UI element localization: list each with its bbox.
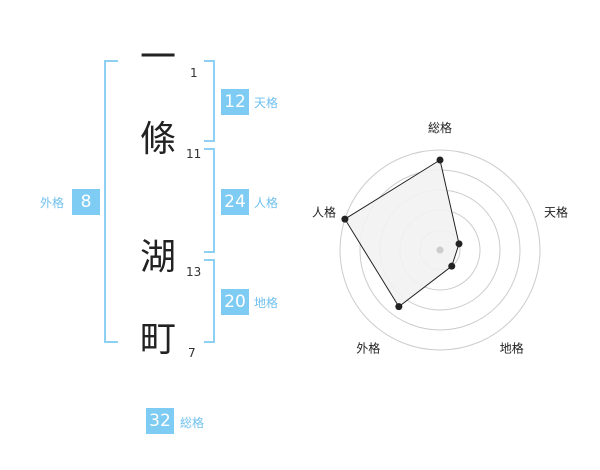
radar-point bbox=[455, 240, 463, 248]
gaikaku-bracket bbox=[104, 60, 118, 343]
gaikaku-value: 8 bbox=[72, 189, 100, 215]
radar-axis-label: 地格 bbox=[500, 341, 524, 356]
radar-axis-label: 総格 bbox=[428, 120, 452, 135]
name-char-1: 一 bbox=[140, 37, 177, 78]
radar-point bbox=[341, 215, 349, 223]
stroke-count-1: 1 bbox=[190, 66, 198, 80]
name-char-3: 湖 bbox=[140, 237, 177, 278]
name-char-2: 條 bbox=[140, 119, 177, 160]
radar-points bbox=[341, 156, 463, 311]
tenkaku-label: 天格 bbox=[254, 96, 279, 110]
radar-ring bbox=[339, 149, 541, 351]
radar-ring bbox=[379, 189, 501, 311]
radar-axis-label: 天格 bbox=[544, 204, 568, 219]
stroke-count-2: 11 bbox=[186, 147, 202, 161]
soukaku-value: 32 bbox=[146, 408, 174, 434]
jinkaku-label: 人格 bbox=[254, 196, 279, 210]
radar-ring bbox=[399, 209, 481, 291]
stroke-count-3: 13 bbox=[186, 265, 202, 279]
stroke-count-4: 7 bbox=[188, 346, 196, 360]
tenkaku-value: 12 bbox=[221, 89, 249, 115]
jinkaku-value: 24 bbox=[221, 189, 249, 215]
chikaku-value: 20 bbox=[221, 289, 249, 315]
radar-axis-label: 人格 bbox=[312, 204, 336, 219]
jinkaku-bracket bbox=[204, 148, 215, 253]
tenkaku-bracket bbox=[204, 60, 215, 142]
gaikaku-label: 外格 bbox=[40, 196, 65, 210]
radar-center-dot bbox=[436, 246, 444, 254]
radar-ring bbox=[419, 229, 461, 271]
chikaku-label: 地格 bbox=[254, 296, 279, 310]
radar-area bbox=[344, 159, 460, 308]
radar-point bbox=[436, 156, 444, 164]
name-char-4: 町 bbox=[140, 319, 177, 360]
radar-axis-label: 外格 bbox=[356, 341, 380, 356]
soukaku-label: 総格 bbox=[180, 416, 205, 430]
chikaku-bracket bbox=[204, 259, 215, 343]
radar-grid bbox=[339, 149, 541, 351]
radar-point bbox=[448, 262, 456, 270]
radar-ring bbox=[359, 169, 521, 331]
radar-point bbox=[395, 303, 403, 311]
